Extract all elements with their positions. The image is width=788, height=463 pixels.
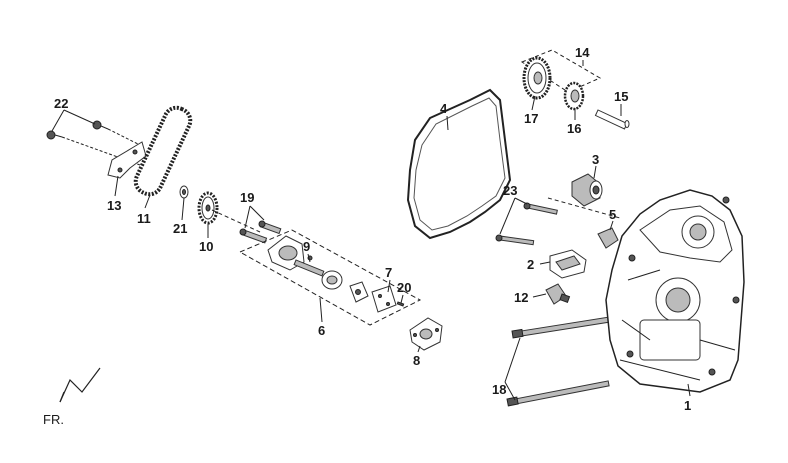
callout-10: 10: [199, 239, 213, 254]
part-4-gasket: [406, 88, 512, 240]
part-13-guide-plate: [107, 141, 147, 179]
callout-22: 22: [54, 96, 68, 111]
part-1-crankcase-cover: [605, 189, 745, 393]
callout-21: 21: [173, 221, 187, 236]
callout-14: 14: [575, 45, 590, 60]
part-14-gear-set: [520, 49, 630, 130]
part-21-washer: [179, 185, 189, 199]
part-3-bushing: [571, 173, 603, 207]
callout-3: 3: [592, 152, 599, 167]
part-12-sensor: [545, 283, 571, 305]
callout-12: 12: [514, 290, 528, 305]
callout-6: 6: [318, 323, 325, 338]
callout-1: 1: [684, 398, 691, 413]
callout-7: 7: [385, 265, 392, 280]
part-6-oil-pump-assembly: [238, 229, 422, 326]
callout-11: 11: [137, 211, 151, 226]
callout-labels: 22 13 11 21 10 19 9 6 7 20 8 4 14 15 17 …: [54, 45, 691, 413]
callout-19: 19: [240, 190, 254, 205]
callout-23: 23: [503, 183, 517, 198]
leader-lines: [51, 60, 691, 401]
part-11-drive-chain: [133, 105, 193, 197]
callout-9: 9: [303, 239, 310, 254]
callout-18: 18: [492, 382, 506, 397]
part-10-sprocket: [197, 191, 219, 225]
part-8-pump-cover: [409, 317, 443, 351]
front-orientation-marker: FR.: [43, 367, 101, 427]
part-5-clip: [597, 227, 619, 249]
part-22-bolts: [46, 120, 141, 166]
part-2-bracket: [549, 249, 587, 279]
part-18-studs: [506, 315, 616, 407]
part-23-bolts: [495, 197, 621, 246]
part-19-bolts: [239, 220, 282, 244]
callout-16: 16: [567, 121, 581, 136]
front-label: FR.: [43, 412, 64, 427]
callout-8: 8: [413, 353, 420, 368]
callout-13: 13: [107, 198, 121, 213]
assembly-axis-line: [211, 209, 261, 233]
callout-5: 5: [609, 207, 616, 222]
callout-17: 17: [524, 111, 538, 126]
callout-20: 20: [397, 280, 411, 295]
callout-4: 4: [440, 101, 448, 116]
callout-2: 2: [527, 257, 534, 272]
callout-15: 15: [614, 89, 628, 104]
